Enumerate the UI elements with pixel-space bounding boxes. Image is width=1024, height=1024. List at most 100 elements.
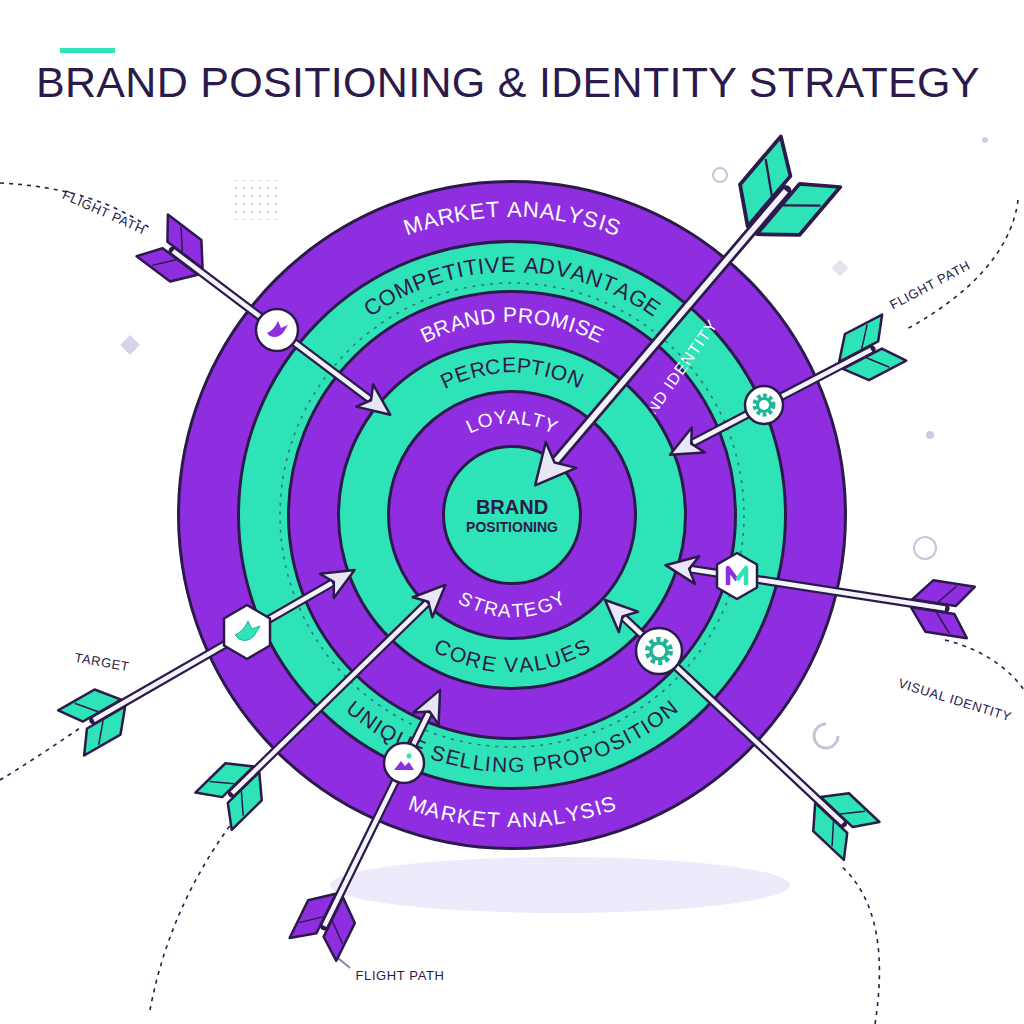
arrow-head (663, 428, 704, 468)
ring-letter: D (479, 303, 497, 330)
ring-disc (179, 182, 846, 849)
arrow-head (356, 384, 398, 426)
ring-letter: A (497, 600, 511, 624)
flight-path-line (945, 640, 1024, 690)
ring-label: BRAND POSITIONING (450, 495, 574, 536)
arrow-fletching (137, 215, 216, 293)
arrow-shaft (94, 583, 332, 720)
ring-letter: N (522, 197, 539, 224)
diamond-decor (120, 335, 140, 355)
arrow-shaft (693, 350, 871, 443)
arrow-fletching (58, 681, 136, 756)
ring-letter (525, 752, 533, 778)
arrow-shaft (173, 251, 369, 399)
icon-badge (384, 743, 424, 783)
arrow (195, 566, 463, 830)
flight-path-line (150, 800, 250, 1010)
arrow-shaft (554, 191, 786, 464)
arrow-head (413, 575, 455, 617)
sun-glyph (407, 754, 412, 759)
mountain-glyph (394, 761, 414, 770)
arrow-fletching (908, 578, 975, 639)
ring-letter: Y (492, 407, 507, 431)
icon-badge (256, 309, 298, 351)
diagram-title: BRAND POSITIONING & IDENTITY STRATEGY (36, 56, 1011, 108)
ring-letter: R (517, 302, 534, 328)
arrow-head (595, 590, 637, 632)
icon-badge (745, 386, 783, 424)
path-label: TARGET (73, 650, 130, 674)
arrow-fletching (195, 751, 274, 830)
ring-letter (516, 252, 523, 279)
ring-letter: V (484, 252, 501, 279)
arrow-fletching (829, 315, 906, 389)
ring-letter: V (504, 652, 518, 677)
logo-glyph (728, 568, 737, 585)
ring-letter: N (522, 806, 539, 832)
path-label: FLIGHT PATH (887, 257, 973, 312)
ring-letter: A (538, 198, 556, 226)
logo-icon (717, 553, 757, 599)
circle-decor (982, 137, 988, 143)
gear-teeth (648, 640, 670, 662)
icon-badge (224, 605, 270, 659)
circle-decor (926, 431, 934, 439)
image-icon (384, 743, 424, 783)
path-label: FLIGHT PATH (356, 968, 445, 983)
ring-letter: E (501, 352, 516, 378)
ring-letter: A (518, 651, 534, 677)
arc-decor (814, 724, 838, 748)
title-accent (60, 48, 115, 53)
gear-teeth (755, 396, 773, 414)
bird-glyph (235, 621, 260, 640)
ring-letter: A (523, 252, 540, 279)
circle-decor (914, 537, 936, 559)
ring-letter: A (507, 407, 520, 430)
arrow (58, 547, 367, 755)
arrow (658, 315, 906, 478)
icon-badge (636, 628, 682, 674)
ring-letter: E (501, 252, 516, 279)
ring-letter: E (470, 805, 487, 832)
arrow-shaft (624, 618, 843, 823)
ring-letter: N (492, 752, 508, 778)
arrow-shaft (94, 583, 332, 720)
bird-icon (256, 309, 298, 351)
ring-letter: A (507, 197, 522, 224)
arrow (137, 215, 406, 436)
dot-grid (232, 180, 280, 220)
ring-letter: T (485, 197, 500, 224)
path-label: FLIGHT PATH (60, 187, 147, 237)
arrow-head (663, 551, 699, 584)
flight-path-line (0, 728, 80, 780)
ring-letter (500, 197, 507, 224)
arrow-fletching (800, 781, 879, 860)
arrow-fletching (290, 884, 363, 961)
ring-letter: E (468, 198, 486, 226)
flight-path-line (840, 865, 879, 1024)
ring-letter: P (503, 302, 517, 327)
arrow-head (413, 684, 452, 725)
ring-letter: T (486, 806, 500, 832)
bird-glyph (267, 321, 288, 337)
arrow-shaft (324, 713, 428, 926)
arrow-shaft (624, 618, 843, 823)
arrow-shaft (693, 350, 871, 443)
arrow (661, 539, 974, 638)
bird-icon (224, 605, 270, 659)
gear-hub (758, 399, 771, 412)
arrow-head (320, 558, 362, 598)
ring-disc (389, 392, 636, 639)
ring-letter: G (508, 752, 525, 777)
path-tick (338, 958, 350, 968)
flight-path-lines (0, 183, 1024, 1024)
diamond-decor (832, 260, 849, 277)
arrow-shaft (554, 191, 786, 464)
arrow-fletching (723, 136, 841, 255)
gear-icon (745, 386, 783, 424)
ring-letter: T (511, 600, 524, 623)
icon-badge (717, 553, 757, 599)
